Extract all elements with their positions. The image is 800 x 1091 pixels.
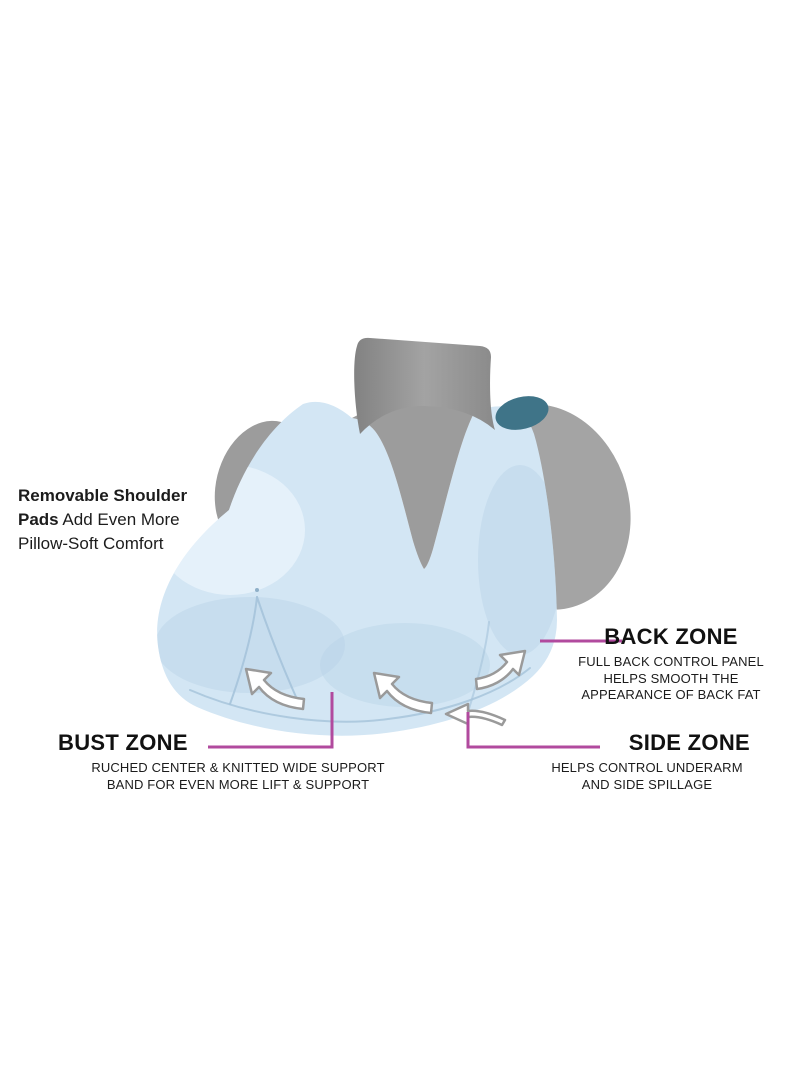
zone-description-line: RUCHED CENTER & KNITTED WIDE SUPPORT <box>91 760 385 775</box>
bust-zone-annotation: BUST ZONE RUCHED CENTER & KNITTED WIDE S… <box>58 730 418 793</box>
note-line-text: Pillow-Soft Comfort <box>18 534 164 553</box>
zone-description-line: APPEARANCE OF BACK FAT <box>581 687 761 702</box>
bra-center-seam-dot <box>255 588 259 592</box>
back-zone-description: FULL BACK CONTROL PANEL HELPS SMOOTH THE… <box>572 654 770 704</box>
side-zone-description: HELPS CONTROL UNDERARM AND SIDE SPILLAGE <box>524 760 770 793</box>
side-zone-leader-line <box>466 712 600 749</box>
leader-lines <box>208 639 622 749</box>
mannequin-chest-v <box>352 397 473 569</box>
bra-seams <box>189 596 531 723</box>
bust-zone-title: BUST ZONE <box>58 730 188 755</box>
bra-shading <box>157 465 557 707</box>
bra <box>157 401 557 736</box>
lift-arrow-icon <box>372 671 434 715</box>
zone-description-line: HELPS CONTROL UNDERARM <box>551 760 743 775</box>
bust-zone-description: RUCHED CENTER & KNITTED WIDE SUPPORT BAN… <box>58 760 418 793</box>
bust-zone-leader-line <box>208 692 334 749</box>
mannequin-neck <box>354 337 495 434</box>
zone-description-line: HELPS SMOOTH THE <box>603 670 739 686</box>
side-zone-annotation: SIDE ZONE HELPS CONTROL UNDERARM AND SID… <box>524 730 770 793</box>
back-zone-title: BACK ZONE <box>604 624 738 649</box>
zone-description-line: BAND FOR EVEN MORE LIFT & SUPPORT <box>106 776 370 792</box>
shoulder-pads-note: Removable Shoulder Pads Add Even More Pi… <box>18 484 248 556</box>
lift-arrow-icon <box>474 649 527 691</box>
note-line-text: Add Even More <box>58 510 180 529</box>
bra-back-band <box>495 396 549 430</box>
side-zone-title: SIDE ZONE <box>628 730 750 755</box>
zone-description-line: AND SIDE SPILLAGE <box>581 776 713 792</box>
lift-arrow-icon <box>244 667 306 711</box>
back-zone-annotation: BACK ZONE FULL BACK CONTROL PANEL HELPS … <box>572 624 770 704</box>
note-line-bold: Removable Shoulder <box>18 486 188 505</box>
zone-description-line: FULL BACK CONTROL PANEL <box>578 654 764 669</box>
lift-arrow-icon <box>444 702 507 727</box>
lift-arrows <box>244 649 527 727</box>
note-line-bold: Pads <box>18 510 59 529</box>
